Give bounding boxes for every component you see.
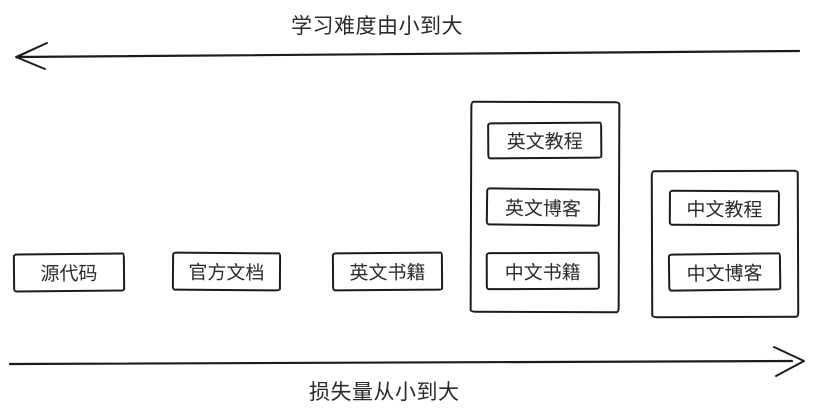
box-chinese-tutorials: 中文教程 (668, 189, 780, 227)
top-axis-label: 学习难度由小到大 (291, 15, 463, 38)
bottom-axis-label: 损失量从小到大 (309, 381, 460, 404)
box-english-books: 英文书籍 (331, 251, 444, 292)
group-box-chinese: 中文教程 中文博客 (650, 169, 800, 319)
box-chinese-books: 中文书籍 (485, 251, 600, 291)
box-chinese-tutorials-label: 中文教程 (686, 199, 763, 221)
loss-amount-arrow-right (8, 346, 805, 377)
box-chinese-blogs: 中文博客 (667, 252, 782, 292)
box-english-tutorials: 英文教程 (487, 121, 603, 160)
box-english-books-label: 英文书籍 (349, 262, 426, 285)
box-english-tutorials-label: 英文教程 (506, 131, 583, 154)
box-source-code: 源代码 (12, 252, 126, 293)
box-official-docs-label: 官方文档 (188, 262, 265, 285)
box-official-docs: 官方文档 (171, 251, 282, 292)
group-box-english-mixed: 英文教程 英文博客 中文书籍 (469, 100, 621, 314)
box-chinese-books-label: 中文书籍 (504, 262, 581, 284)
box-english-blogs-label: 英文博客 (504, 198, 582, 220)
learning-difficulty-arrow-left (15, 42, 801, 70)
box-source-code-label: 源代码 (40, 263, 98, 286)
box-english-blogs: 英文博客 (485, 187, 601, 227)
right-arrowhead-icon (773, 346, 805, 377)
box-chinese-blogs-label: 中文博客 (686, 263, 763, 285)
